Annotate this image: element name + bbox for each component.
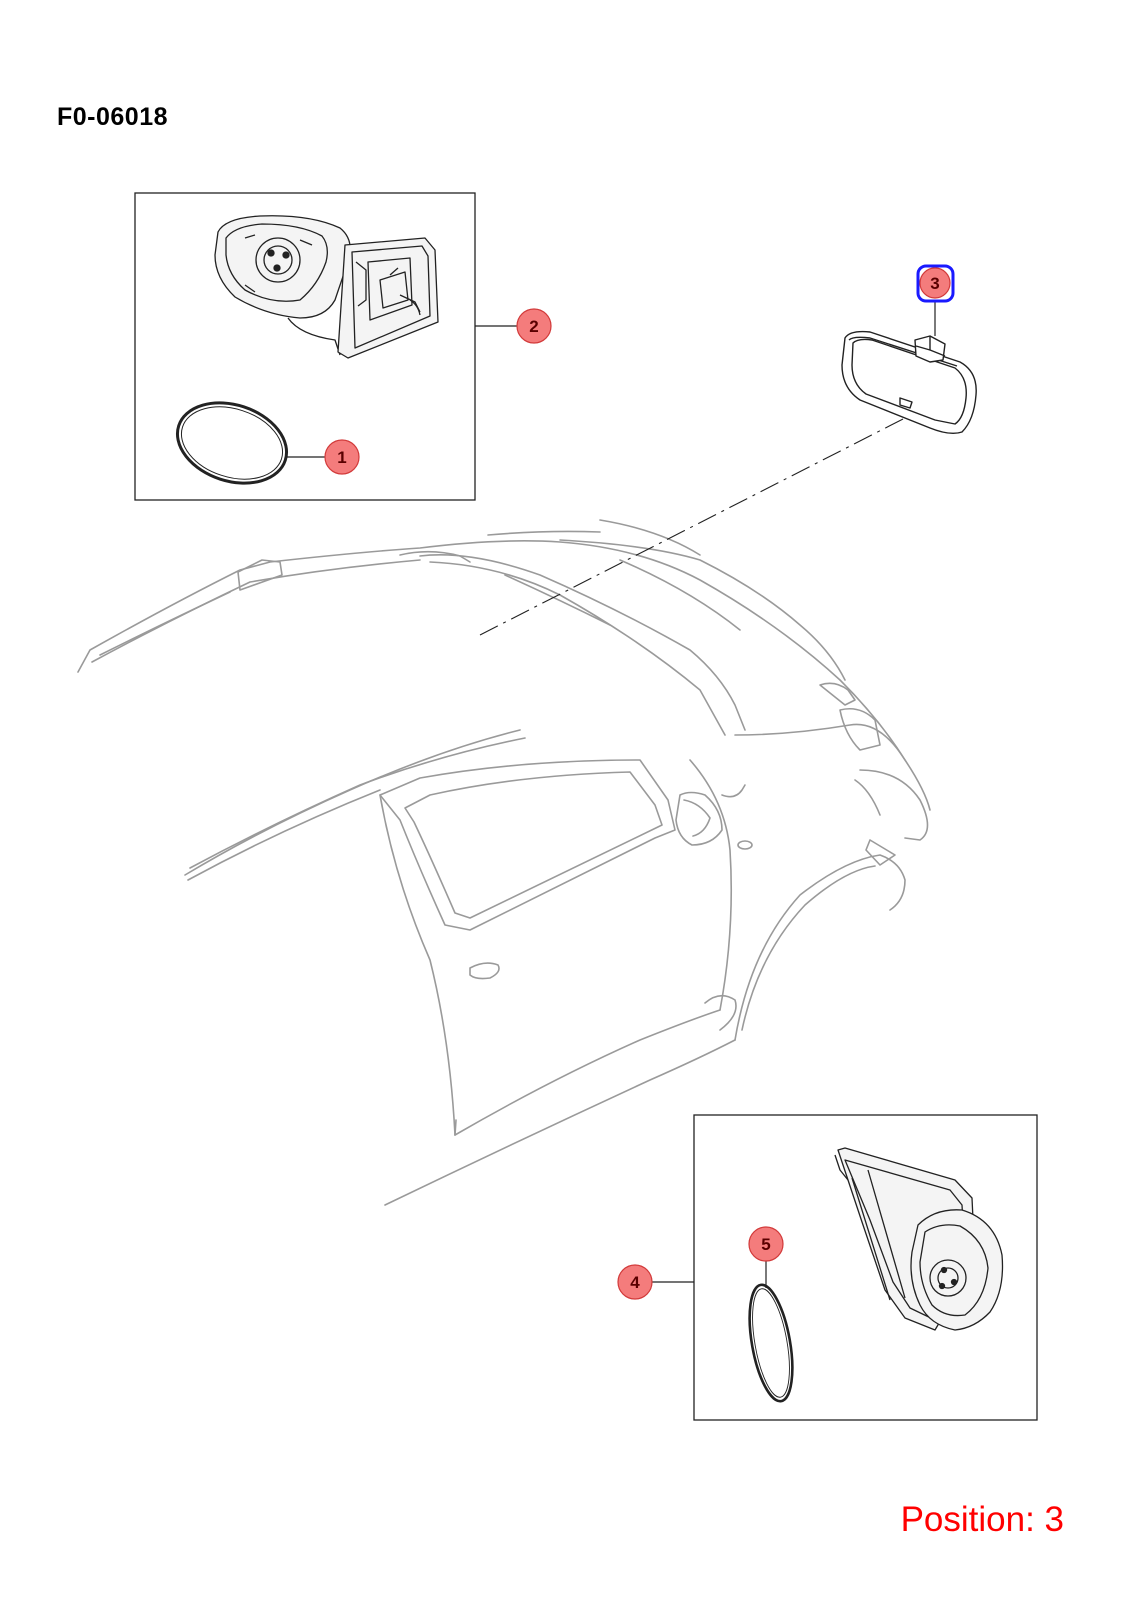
right-mirror-assembly-icon[interactable] xyxy=(834,1147,1004,1331)
callout-5[interactable]: 5 xyxy=(748,1226,784,1262)
diagram-code: F0-06018 xyxy=(57,103,169,131)
interior-mirror-icon[interactable] xyxy=(841,302,977,435)
callout-3-label: 3 xyxy=(930,274,939,293)
callout-2[interactable]: 2 xyxy=(516,308,552,344)
callout-1[interactable]: 1 xyxy=(324,439,360,475)
car-body xyxy=(77,519,931,1206)
callout-1-label: 1 xyxy=(337,448,346,467)
callout-3[interactable]: 3 xyxy=(916,264,955,303)
left-mirror-assembly-icon[interactable] xyxy=(214,215,439,359)
callout-4[interactable]: 4 xyxy=(617,1264,653,1300)
position-readout: Position: 3 xyxy=(900,1500,1064,1539)
right-mirror-glass-icon[interactable] xyxy=(742,1282,800,1405)
callout-4-label: 4 xyxy=(630,1273,640,1292)
mirror-placement-line xyxy=(479,417,906,636)
callout-5-label: 5 xyxy=(761,1235,770,1254)
left-mirror-box xyxy=(134,192,517,501)
right-mirror-box xyxy=(650,1114,1038,1421)
selected-highlight xyxy=(916,264,955,303)
callout-2-label: 2 xyxy=(529,317,538,336)
left-mirror-glass-icon[interactable] xyxy=(167,390,297,497)
